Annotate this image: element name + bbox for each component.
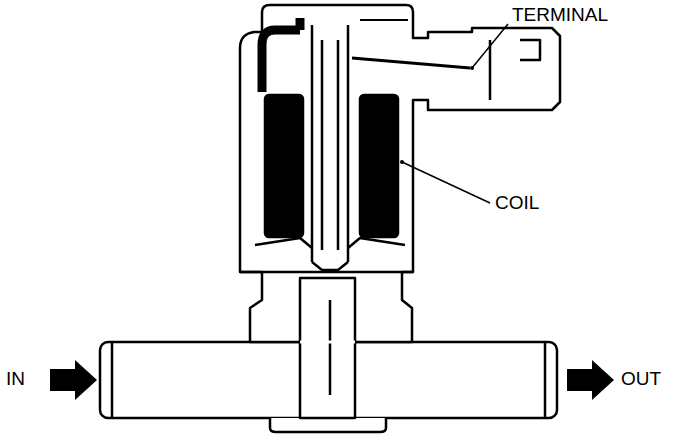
flow-arrow <box>567 360 614 400</box>
flow-arrow <box>50 360 97 400</box>
flow-label: IN <box>6 369 25 390</box>
part-label: TERMINAL <box>512 5 608 26</box>
part-label: COIL <box>495 193 539 214</box>
housing <box>240 5 560 342</box>
flow-label: OUT <box>621 369 661 390</box>
